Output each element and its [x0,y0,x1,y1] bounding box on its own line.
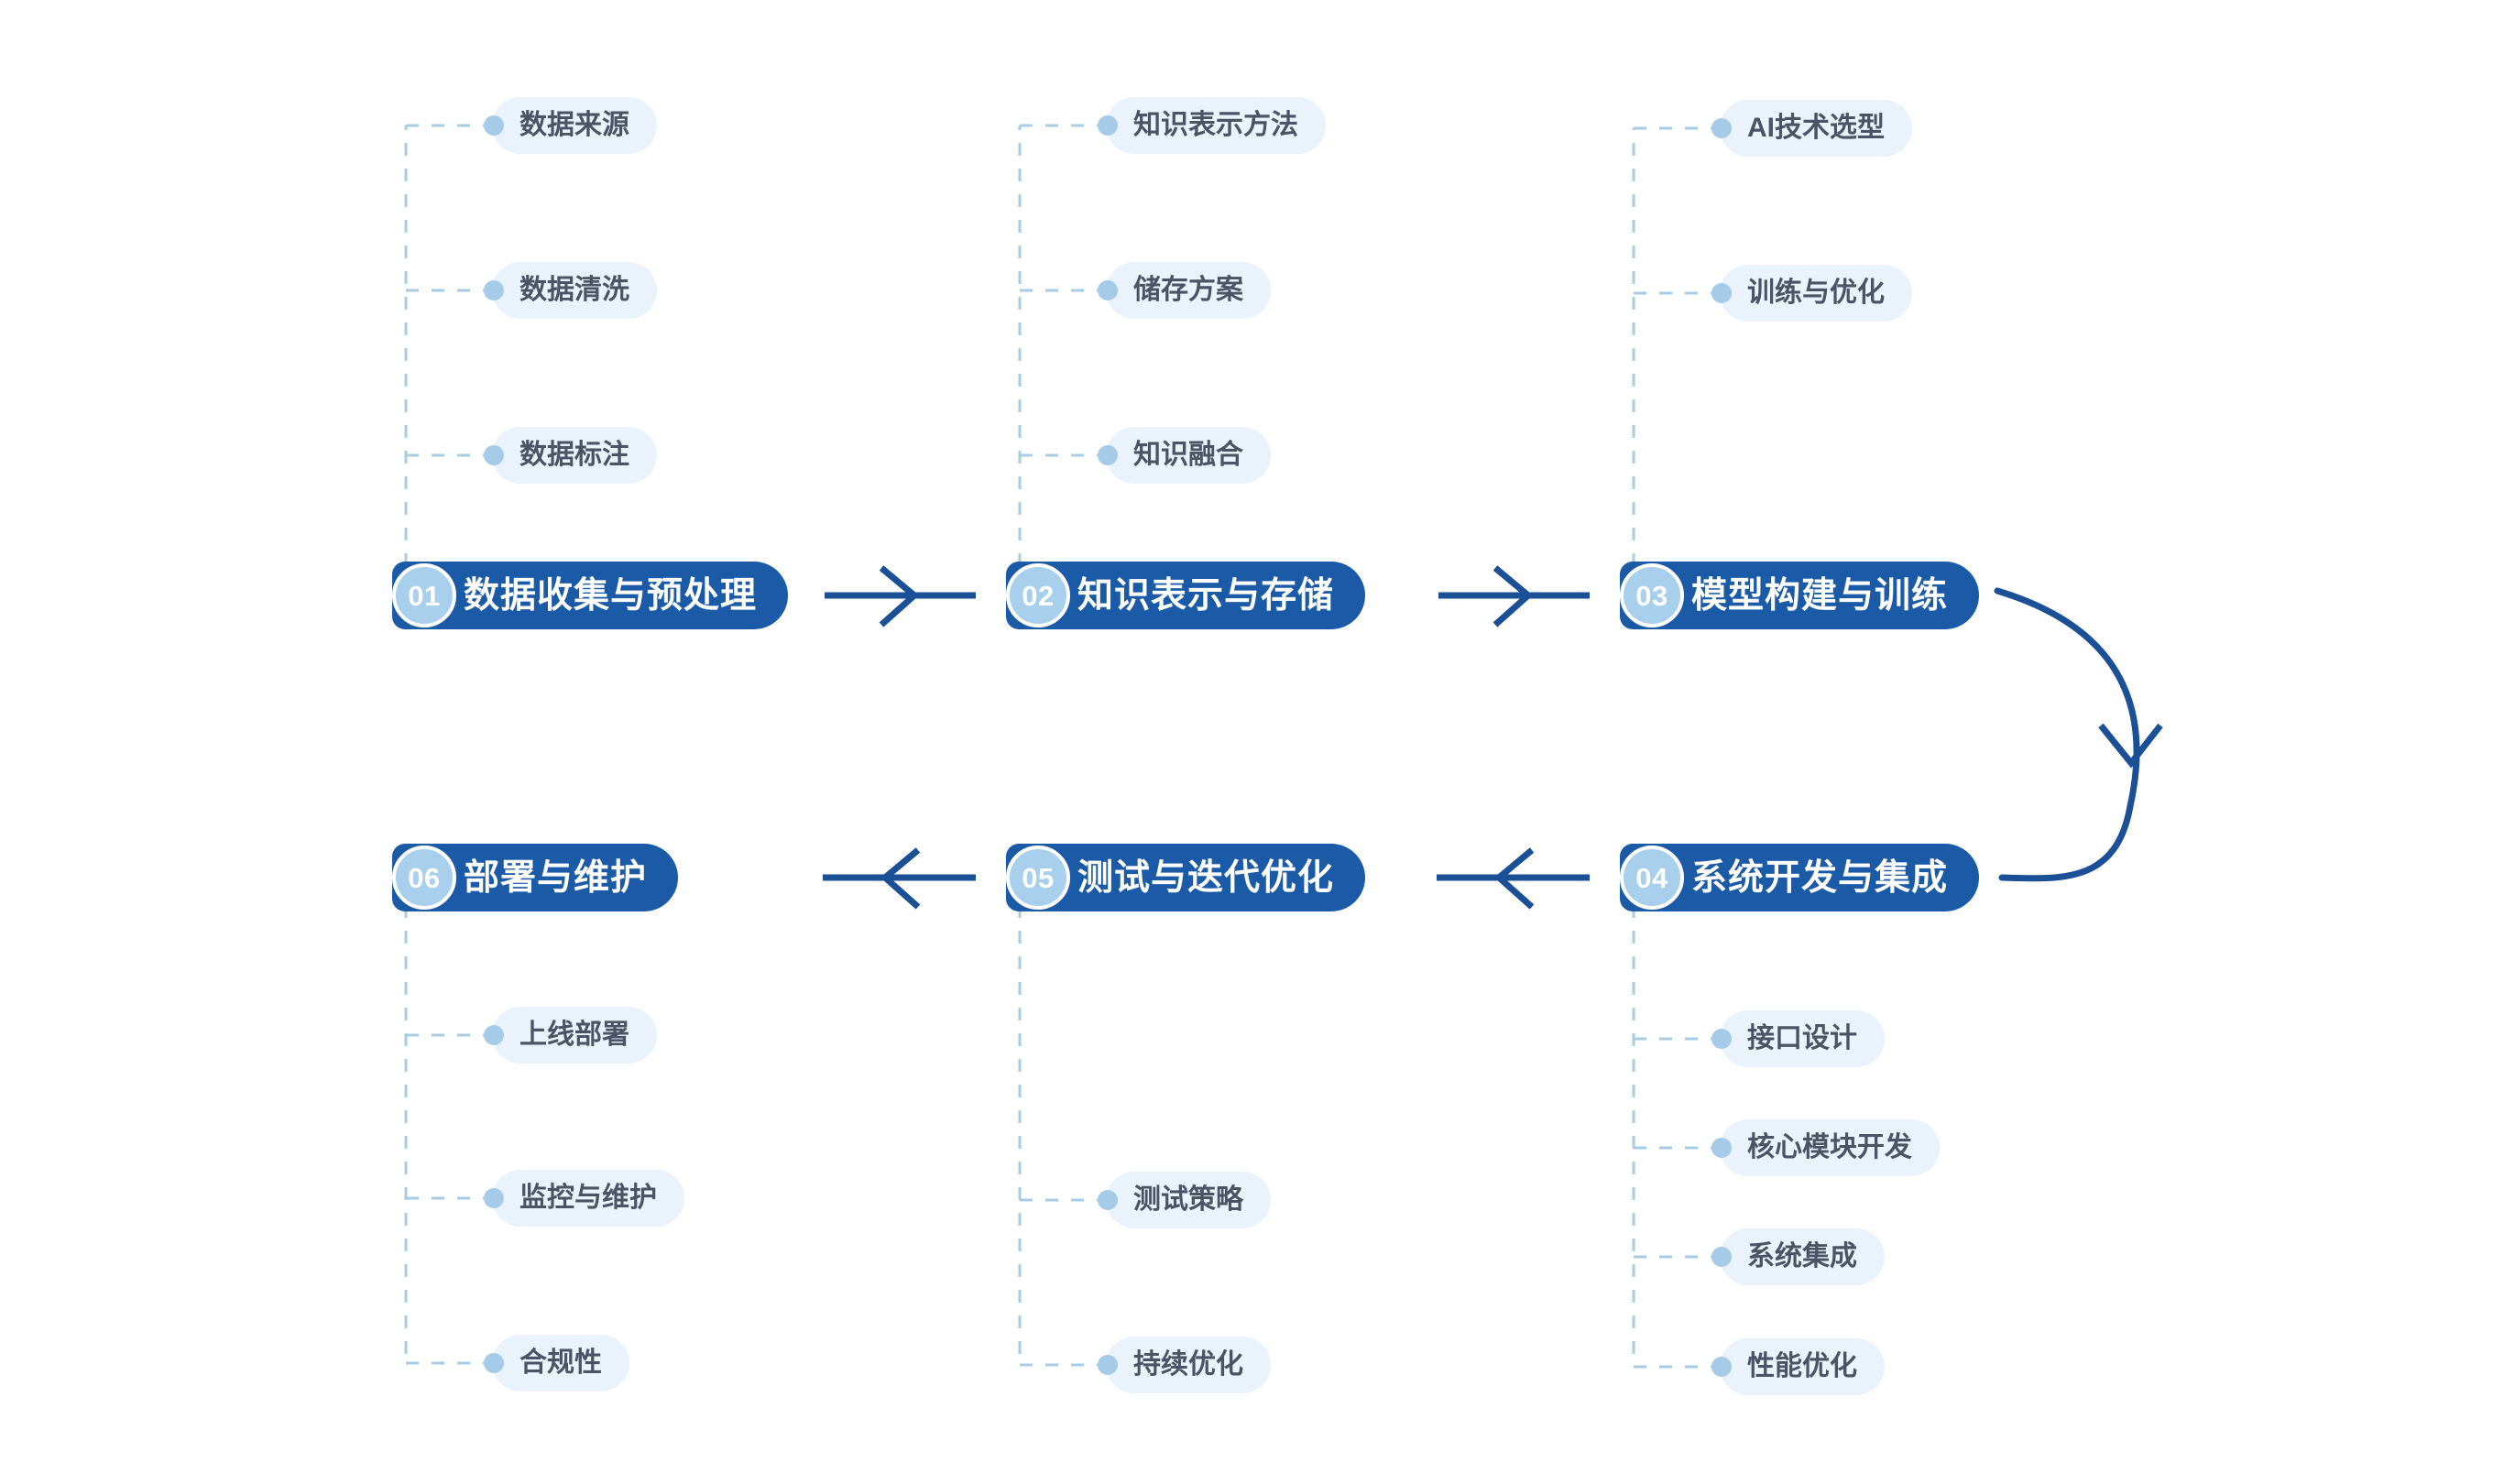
stage-number-badge-05: 05 [1006,846,1070,910]
leaf-chip-06-1[interactable]: 监控与维护 [484,1170,684,1227]
connector-dot-icon [1098,1190,1118,1210]
stage-number-01: 01 [408,579,441,612]
connector-dot-icon [1711,1138,1732,1158]
leaf-chip-01-2[interactable]: 数据标注 [484,427,657,484]
stage-bar-02[interactable]: 02 知识表示与存储 [1006,562,1366,629]
leaf-label-04-0: 接口设计 [1747,1023,1857,1053]
leaf-label-04-2: 系统集成 [1747,1241,1857,1271]
leaf-chip-02-1[interactable]: 储存方案 [1098,262,1271,319]
leaf-chip-02-0[interactable]: 知识表示方法 [1098,97,1326,154]
leaf-label-06-1: 监控与维护 [519,1183,657,1213]
connector-dot-icon [1711,283,1732,303]
leaf-label-05-1: 持续优化 [1133,1349,1243,1380]
connector-dot-icon [484,280,504,300]
stage-number-badge-01: 01 [392,563,456,627]
stage-node-03[interactable]: 03 模型构建与训练 [1592,562,1980,629]
stage-title-06: 部署与维护 [464,857,648,898]
connector-dot-icon [484,1353,504,1373]
flow-arrow-01-02 [825,565,976,627]
leaf-label-03-1: 训练与优化 [1747,278,1885,308]
leaf-label-03-0: AI技术选型 [1747,113,1885,143]
leaf-label-05-0: 测试策略 [1133,1184,1243,1215]
stage-bar-03[interactable]: 03 模型构建与训练 [1620,562,1980,629]
stage-number-05: 05 [1022,861,1055,894]
stage-number-02: 02 [1022,579,1055,612]
stage-number-badge-04: 04 [1620,846,1684,910]
leaf-chip-05-1[interactable]: 持续优化 [1098,1337,1271,1393]
stage-bar-01[interactable]: 01 数据收集与预处理 [392,562,789,629]
stage-number-badge-06: 06 [392,846,456,910]
leaf-chip-05-0[interactable]: 测试策略 [1098,1172,1271,1228]
leaf-label-02-1: 储存方案 [1133,275,1243,305]
stage-title-03: 模型构建与训练 [1691,575,1949,616]
leaf-chip-06-2[interactable]: 合规性 [484,1335,629,1391]
stage-node-02[interactable]: 02 知识表示与存储 [979,562,1366,629]
stage-number-06: 06 [408,861,441,894]
connector-dot-icon [1098,445,1118,465]
stage-node-04[interactable]: 04 系统开发与集成 [1592,844,1980,911]
leaf-chip-01-0[interactable]: 数据来源 [484,97,657,154]
connector-dot-icon [1098,280,1118,300]
leaf-label-04-3: 性能优化 [1747,1351,1857,1381]
leaf-chip-03-1[interactable]: 训练与优化 [1711,265,1912,322]
leaf-chip-03-0[interactable]: AI技术选型 [1711,100,1912,157]
connector-dot-icon [484,445,504,465]
leaf-label-06-2: 合规性 [519,1348,602,1378]
stage-bar-05[interactable]: 05 测试与迭代优化 [1006,844,1366,911]
leaf-chip-02-2[interactable]: 知识融合 [1098,427,1271,484]
stage-number-03: 03 [1635,579,1668,612]
connector-dot-icon [484,1025,504,1045]
connector-dot-icon [1711,1247,1732,1267]
connector-dot-icon [1098,1355,1118,1375]
stage-title-05: 测试与迭代优化 [1077,857,1335,898]
stage-node-05[interactable]: 05 测试与迭代优化 [979,844,1366,911]
leaf-chip-01-1[interactable]: 数据清洗 [484,262,657,319]
stage-number-04: 04 [1635,861,1668,894]
leaf-label-04-1: 核心模块开发 [1747,1132,1912,1162]
leaf-chip-04-3[interactable]: 性能优化 [1711,1338,1885,1395]
stage-node-06[interactable]: 06 部署与维护 [365,844,679,911]
stage-bar-04[interactable]: 04 系统开发与集成 [1620,844,1980,911]
connector-dot-icon [1098,115,1118,136]
stage-number-badge-02: 02 [1006,563,1070,627]
stage-bar-06[interactable]: 06 部署与维护 [392,844,679,911]
leaf-label-01-0: 数据来源 [519,110,629,140]
leaf-label-06-0: 上线部署 [519,1020,629,1050]
connector-dot-icon [1711,118,1732,138]
connector-dot-icon [1711,1029,1732,1049]
stage-node-01[interactable]: 01 数据收集与预处理 [365,562,789,629]
stage-title-01: 数据收集与预处理 [464,575,758,616]
connector-dot-icon [484,115,504,136]
leaf-chip-04-2[interactable]: 系统集成 [1711,1228,1885,1285]
stage-title-04: 系统开发与集成 [1691,857,1949,898]
flow-arrow-03-04-curve [1994,587,2163,882]
connector-dot-icon [1711,1357,1732,1377]
leaf-label-01-2: 数据标注 [519,440,629,470]
leaf-label-02-0: 知识表示方法 [1133,110,1298,140]
leaf-label-01-1: 数据清洗 [519,275,629,305]
flow-arrow-02-03 [1438,565,1590,627]
leaf-chip-06-0[interactable]: 上线部署 [484,1007,657,1064]
stage-title-02: 知识表示与存储 [1077,575,1335,616]
connector-dot-icon [484,1188,504,1208]
flow-arrow-05-06 [823,847,976,910]
stage-number-badge-03: 03 [1620,563,1684,627]
flow-arrow-04-05 [1437,847,1590,910]
leaf-chip-04-1[interactable]: 核心模块开发 [1711,1119,1940,1176]
leaf-label-02-2: 知识融合 [1133,440,1243,470]
leaf-chip-04-0[interactable]: 接口设计 [1711,1010,1885,1067]
